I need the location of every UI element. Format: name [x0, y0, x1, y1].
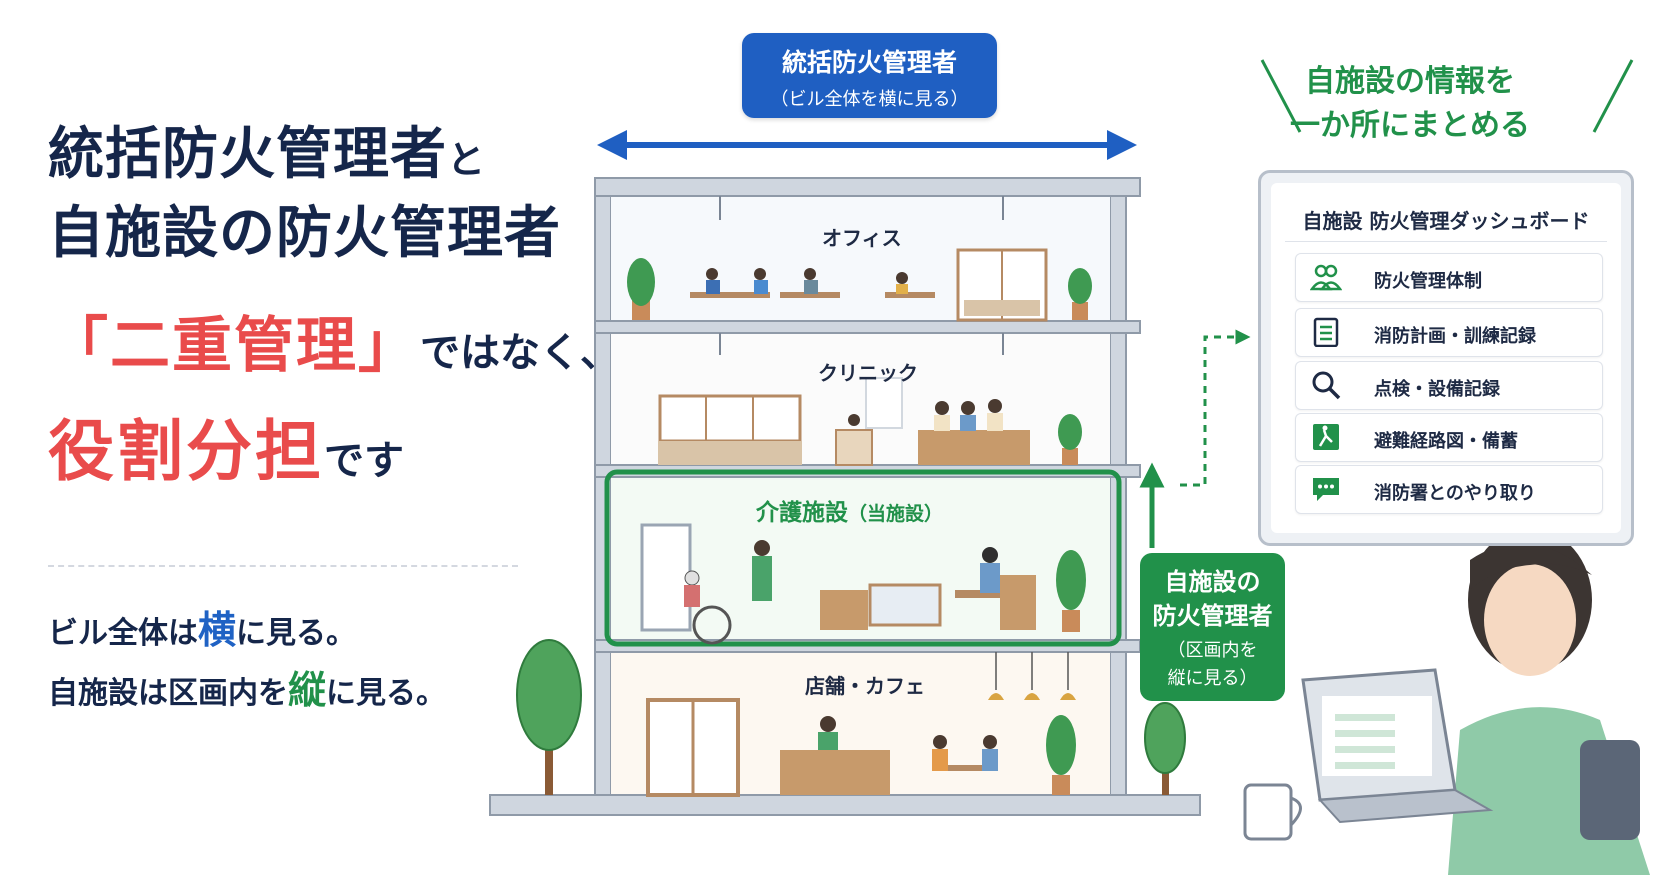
emphasis-role-sharing: 役割分担 [48, 413, 324, 490]
slab-2 [594, 320, 1141, 334]
own-manager-title-2: 防火管理者 [1152, 602, 1273, 630]
dashboard-divider [1285, 241, 1607, 242]
laptop [1301, 668, 1494, 824]
headline-line1: 統括防火管理者 [48, 122, 447, 187]
summary-line2-pre: 自施設は区画内を [48, 676, 288, 711]
coffee-mug [1243, 783, 1302, 841]
own-manager-title-1: 自施設の [1164, 568, 1261, 596]
own-manager-badge: 自施設の 防火管理者 （区画内を 縦に見る） [1140, 553, 1285, 701]
person-at-laptop [1448, 528, 1650, 875]
dashboard-item-label: 消防計画・訓練記録 [1374, 326, 1536, 347]
care-floor-decor [640, 523, 1086, 645]
people-icon [1310, 264, 1342, 291]
floor-label-clinic: クリニック [818, 361, 918, 385]
dashed-divider [48, 565, 518, 567]
floor-label-office: オフィス [822, 226, 902, 250]
own-manager-sub-2: 縦に見る） [1167, 668, 1258, 689]
dashboard-item-fire-system[interactable]: 防火管理体制 [1295, 253, 1603, 302]
overall-manager-badge: 統括防火管理者 （ビル全体を横に見る） [742, 33, 997, 118]
summary-line1-pre: ビル全体は [48, 616, 198, 651]
dashboard-item-fire-plan[interactable]: 消防計画・訓練記録 [1295, 308, 1603, 357]
emphasis1-suffix: ではなく、 [420, 330, 620, 376]
dashboard-item-label: 避難経路図・備蓄 [1374, 431, 1518, 452]
shop-floor-decor [646, 652, 1076, 797]
dashboard-item-fire-dept[interactable]: 消防署とのやり取り [1295, 465, 1603, 514]
dashboard-item-inspection[interactable]: 点検・設備記録 [1295, 361, 1603, 410]
summary-line1-post: に見る。 [236, 616, 357, 651]
dashboard-item-label: 消防署とのやり取り [1374, 483, 1536, 504]
care-label-main: 介護施設 [756, 500, 848, 526]
office-floor-decor [627, 196, 1092, 322]
emphasis2-suffix: です [324, 438, 404, 484]
dashed-connector [1180, 329, 1251, 487]
overall-manager-title: 統括防火管理者 [781, 48, 957, 77]
dashboard-item-label: 点検・設備記録 [1374, 379, 1500, 400]
magnifier-icon [1312, 371, 1341, 400]
summary-key-vertical: 縦 [288, 668, 327, 712]
care-floor-highlight [604, 469, 1122, 647]
overall-manager-subtitle: （ビル全体を横に見る） [770, 89, 969, 110]
headline-line2: 自施設の防火管理者 [48, 201, 561, 266]
tree-right [1144, 702, 1186, 795]
summary-key-horizontal: 横 [198, 608, 237, 652]
emphasis-double-management: 「二重管理」 [48, 311, 420, 381]
chat-icon [1313, 478, 1339, 501]
summary-line2-post: に見る。 [326, 676, 447, 711]
consolidate-title-line1: 自施設の情報を [1305, 64, 1515, 99]
roof-slab [594, 177, 1141, 197]
headline: 統括防火管理者と 自施設の防火管理者 「二重管理」ではなく、 役割分担です [48, 118, 620, 494]
ground-slab [489, 794, 1201, 816]
checklist-icon [1313, 317, 1339, 347]
dashboard-item-label: 防火管理体制 [1374, 271, 1482, 292]
floor-label-care: 介護施設（当施設） [756, 493, 943, 527]
summary: ビル全体は横に見る。 自施設は区画内を縦に見る。 [48, 602, 446, 722]
consolidate-title: 自施設の情報を 一か所にまとめる [1260, 60, 1560, 148]
consolidate-title-line2: 一か所にまとめる [1290, 108, 1530, 143]
care-label-note: （当施設） [848, 503, 944, 525]
own-manager-sub-1: （区画内を [1167, 640, 1258, 661]
dashboard-item-evacuation[interactable]: 避難経路図・備蓄 [1295, 413, 1603, 462]
evacuation-map-icon [1313, 424, 1339, 450]
dashboard-title: 自施設 防火管理ダッシュボード [1302, 209, 1590, 233]
clinic-floor-decor [658, 333, 1082, 466]
headline-line1-suffix: と [447, 138, 487, 182]
dashboard-panel: 自施設 防火管理ダッシュボード 防火管理体制 消防計画・訓練記録 [1258, 170, 1634, 546]
tree-left [516, 639, 582, 795]
floor-label-shop: 店舗・カフェ [805, 674, 925, 698]
